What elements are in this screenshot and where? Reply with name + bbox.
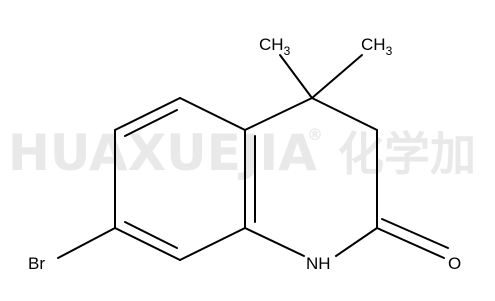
methyl-left-label: CH3 [259, 35, 291, 58]
bond-c2-o-double [381, 218, 449, 249]
bond-c5-c6-double [124, 109, 178, 137]
methyl-right-label: CH3 [361, 35, 393, 58]
bromine-label: Br [28, 254, 45, 273]
watermark: HUAXUEJIA ® 化学加 [8, 124, 476, 182]
bond-c8-c8a [179, 227, 246, 261]
bonds [57, 54, 449, 261]
bond-c4a-c5 [179, 97, 246, 131]
methyl-right-main: CH [361, 35, 386, 54]
bond-c4-methyl-left [279, 54, 313, 99]
watermark-chinese: 化学加 [338, 127, 476, 181]
bond-c7-br [57, 227, 116, 259]
watermark-latin: HUAXUEJIA [8, 124, 317, 182]
bond-c4-c3 [311, 97, 378, 131]
bond-c5-c6 [114, 97, 181, 131]
bond-n1-c2 [335, 227, 378, 257]
bond-c7-c8-double [124, 221, 178, 249]
nitrogen-label: NH [306, 254, 331, 273]
methyl-right-subscript: 3 [386, 44, 393, 58]
bond-c8a-n1 [244, 227, 305, 257]
atom-labels: CH3 CH3 Br NH O [28, 35, 461, 273]
bond-c4a-c4 [244, 97, 313, 131]
bond-c4-methyl-right [311, 54, 363, 99]
watermark-registered-mark: ® [307, 125, 323, 144]
oxygen-label: O [448, 254, 461, 273]
methyl-left-main: CH [259, 35, 284, 54]
methyl-left-subscript: 3 [284, 44, 291, 58]
bond-c7-c8 [114, 227, 181, 261]
bond-c2-o [376, 227, 445, 259]
